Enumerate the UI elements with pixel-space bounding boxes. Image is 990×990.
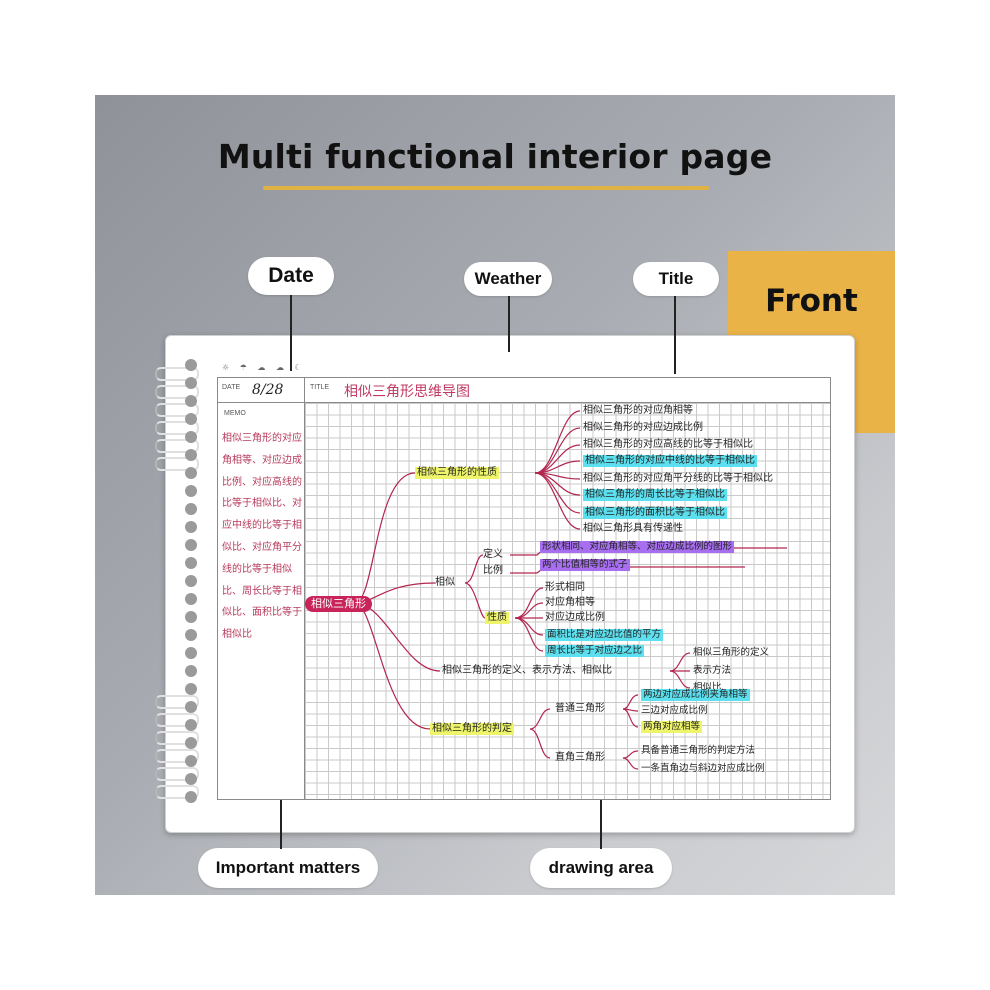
- memo-label: MEMO: [224, 410, 246, 417]
- header-row: DATE 8/28 TITLE 相似三角形思维导图: [218, 378, 830, 403]
- mindmap-connectors: [354, 410, 787, 770]
- date-pointer-line: [290, 295, 292, 371]
- mindmap-b4-b: 直角三角形: [555, 752, 605, 763]
- mindmap-b2-ratio: 比例: [483, 565, 503, 576]
- mindmap-b1-item: 相似三角形的对应中线的比等于相似比: [583, 455, 757, 467]
- mindmap-b2-prop-item: 面积比是对应边比值的平方: [545, 629, 664, 641]
- mindmap-b1-item: 相似三角形的面积比等于相似比: [583, 507, 727, 519]
- mindmap-b2-def: 定义: [483, 549, 503, 560]
- headline: Multi functional interior page: [217, 137, 773, 176]
- mindmap-root: 相似三角形: [305, 596, 372, 612]
- date-label: DATE: [222, 384, 241, 391]
- drawing-grid: 相似三角形 相似三角形的性质 相似三角形的对应角相等 相似三角形的对应边成比例 …: [305, 403, 830, 799]
- important-callout: Important matters: [198, 848, 378, 888]
- mindmap-b2-def-text: 形状相同、对应角相等、对应边成比例的图形: [540, 541, 735, 553]
- mindmap-b4-a: 普通三角形: [555, 703, 605, 714]
- title-value: 相似三角形思维导图: [344, 384, 470, 400]
- title-callout-label: Title: [658, 269, 694, 288]
- mindmap-b4-a-item: 两角对应相等: [641, 721, 703, 733]
- weather-icons: ☼ ☂ ☁ ☁ ☾: [222, 363, 306, 372]
- mindmap-b2-prop-item: 周长比等于对应边之比: [545, 645, 645, 657]
- mindmap-b1-item: 相似三角形的周长比等于相似比: [583, 489, 727, 501]
- mindmap-b4-a-item: 两边对应成比例夹角相等: [641, 689, 750, 701]
- mindmap-b4-b-item: 一条直角边与斜边对应成比例: [641, 763, 765, 774]
- mindmap-b2-prop-item: 对应边成比例: [545, 612, 605, 623]
- mindmap-b2: 相似: [435, 577, 455, 588]
- mindmap-b3: 相似三角形的定义、表示方法、相似比: [442, 665, 612, 676]
- mindmap-b1: 相似三角形的性质: [415, 467, 499, 479]
- mindmap-b4-a-item: 三边对应成比例: [641, 705, 708, 716]
- mindmap-b1-item: 相似三角形的对应高线的比等于相似比: [583, 439, 753, 450]
- mindmap-b3-item: 相似比: [693, 682, 722, 693]
- title-callout: Title: [633, 262, 719, 296]
- weather-pointer-line: [508, 296, 510, 352]
- title-label: TITLE: [310, 384, 330, 391]
- mindmap-b1-item: 相似三角形具有传递性: [583, 523, 683, 534]
- memo-text: 相似三角形的对应角相等、对应边成比例、对应高线的比等于相似比、对应中线的比等于相…: [222, 433, 302, 641]
- title-pointer-line: [674, 296, 676, 374]
- mindmap-b1-item: 相似三角形的对应角平分线的比等于相似比: [583, 473, 773, 484]
- mindmap-b3-item: 表示方法: [693, 665, 732, 676]
- important-callout-label: Important matters: [215, 858, 361, 877]
- product-banner: Multi functional interior page Front Dat…: [95, 95, 895, 895]
- mindmap-b1-item: 相似三角形的对应角相等: [583, 405, 693, 416]
- memo-column: MEMO 相似三角形的对应角相等、对应边成比例、对应高线的比等于相似比、对应中线…: [218, 378, 305, 799]
- mindmap-b1-item: 相似三角形的对应边成比例: [583, 422, 703, 433]
- front-tab-label: Front: [765, 283, 858, 319]
- date-callout-label: Date: [268, 264, 314, 287]
- date-value: 8/28: [252, 382, 284, 398]
- drawing-callout-label: drawing area: [548, 858, 654, 877]
- interior-page: ☼ ☂ ☁ ☁ ☾ DATE 8/28 TITLE 相似三角形思维导图 MEMO…: [217, 363, 831, 800]
- weather-callout: Weather: [464, 262, 552, 296]
- drawing-callout: drawing area: [530, 848, 672, 888]
- mindmap-b2-prop-item: 对应角相等: [545, 597, 595, 608]
- date-callout: Date: [248, 257, 334, 295]
- mindmap-b2-prop: 性质: [485, 612, 509, 624]
- mindmap-b2-prop-item: 形式相同: [545, 582, 585, 593]
- headline-underline: [263, 186, 709, 190]
- mindmap-b4: 相似三角形的判定: [430, 723, 514, 735]
- mindmap-b4-b-item: 具备普通三角形的判定方法: [641, 745, 756, 756]
- mindmap-b3-item: 相似三角形的定义: [693, 647, 770, 658]
- mindmap-b2-ratio-text: 两个比值相等的式子: [540, 559, 630, 571]
- weather-callout-label: Weather: [474, 269, 542, 288]
